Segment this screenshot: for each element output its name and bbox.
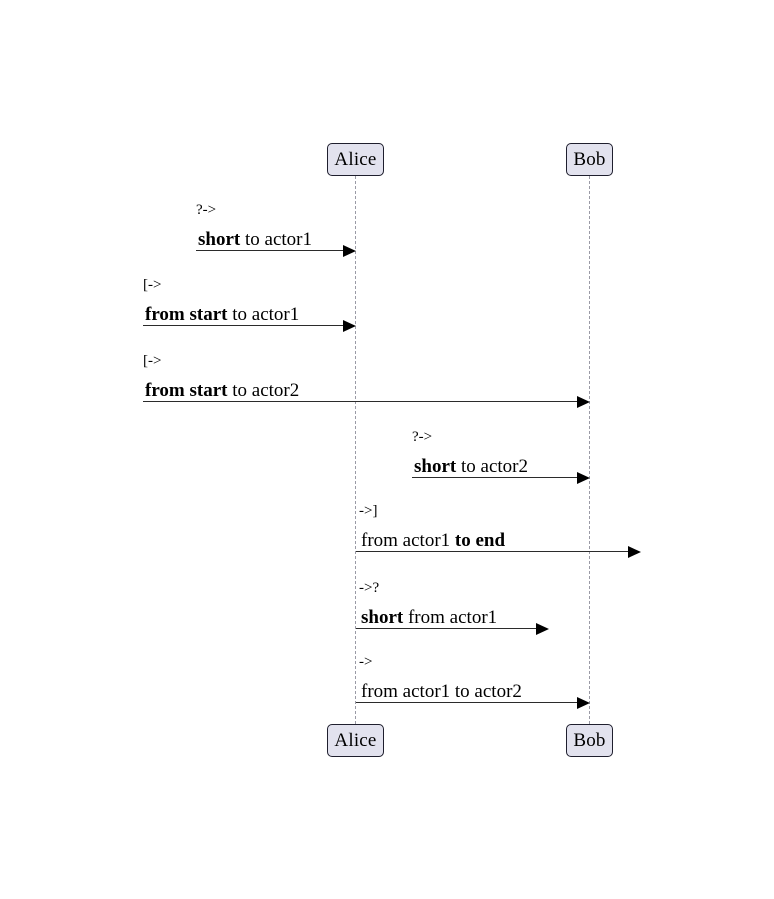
message-syntax-6: ->? [359, 580, 380, 596]
message-arrowhead-2 [343, 320, 356, 332]
message-line-7 [356, 702, 578, 703]
participant-bottom-actor2[interactable]: Bob [566, 724, 613, 757]
message-label-1: short to actor1 [198, 230, 312, 249]
message-label-7: from actor1 to actor2 [361, 682, 522, 701]
message-line-2 [143, 325, 344, 326]
message-arrowhead-4 [577, 472, 590, 484]
message-label-part: short [361, 607, 404, 628]
message-label-part: from actor1 [361, 530, 455, 551]
message-syntax-1: ?-> [196, 202, 217, 218]
message-label-3: from start to actor2 [145, 381, 299, 400]
message-label-4: short to actor2 [414, 457, 528, 476]
message-line-4 [412, 477, 578, 478]
message-line-6 [356, 628, 537, 629]
message-label-part: to actor1 [227, 304, 300, 325]
message-syntax-4: ?-> [412, 429, 433, 445]
message-label-part: to end [454, 530, 506, 551]
participant-label: Bob [573, 149, 606, 170]
message-line-3 [143, 401, 578, 402]
message-arrowhead-1 [343, 245, 356, 257]
message-label-5: from actor1 to end [361, 531, 505, 550]
message-arrowhead-7 [577, 697, 590, 709]
message-syntax-5: ->] [359, 503, 378, 519]
participant-top-actor2[interactable]: Bob [566, 143, 613, 176]
message-label-6: short from actor1 [361, 608, 497, 627]
message-label-part: from actor1 [403, 607, 498, 628]
message-label-part: from actor1 to actor2 [361, 681, 522, 702]
participant-label: Alice [334, 730, 377, 751]
message-arrowhead-5 [628, 546, 641, 558]
message-label-part: short [198, 229, 241, 250]
message-label-2: from start to actor1 [145, 305, 299, 324]
message-arrowhead-6 [536, 623, 549, 635]
message-syntax-3: [-> [143, 353, 162, 369]
lifeline-actor2 [589, 176, 590, 724]
lifeline-actor1 [355, 176, 356, 724]
participant-label: Bob [573, 730, 606, 751]
participant-top-actor1[interactable]: Alice [327, 143, 384, 176]
message-label-part: from start [145, 380, 228, 401]
participant-label: Alice [334, 149, 377, 170]
participant-bottom-actor1[interactable]: Alice [327, 724, 384, 757]
message-label-part: to actor2 [456, 456, 528, 477]
message-label-part: short [414, 456, 457, 477]
message-syntax-7: -> [359, 654, 373, 670]
message-line-5 [356, 551, 629, 552]
message-label-part: to actor1 [240, 229, 312, 250]
message-line-1 [196, 250, 344, 251]
message-syntax-2: [-> [143, 277, 162, 293]
message-arrowhead-3 [577, 396, 590, 408]
message-label-part: from start [145, 304, 228, 325]
message-label-part: to actor2 [227, 380, 300, 401]
